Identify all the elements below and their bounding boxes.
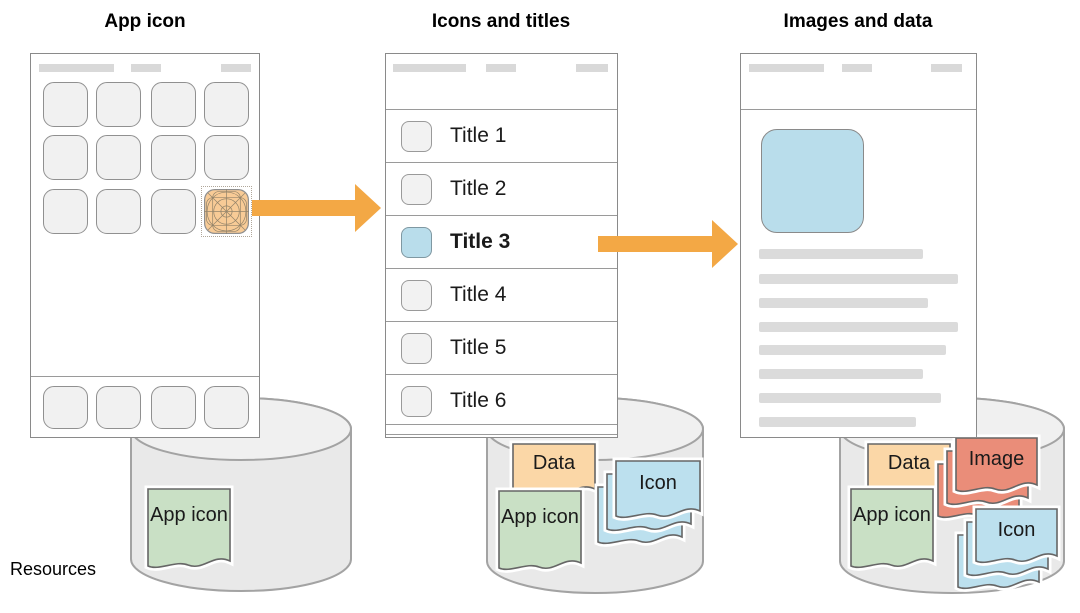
dock-icon-placeholder: [43, 386, 88, 429]
row-icon-placeholder: [401, 279, 432, 311]
doc-label: App icon: [501, 506, 579, 528]
detail-image-loaded: [761, 129, 864, 233]
list-row: Title 1: [386, 109, 617, 162]
text-line-placeholder: [759, 274, 958, 284]
row-icon-placeholder: [401, 120, 432, 152]
doc-label: App icon: [853, 504, 931, 526]
app-icon-placeholder: [43, 82, 88, 127]
app-icon-placeholder: [151, 189, 196, 234]
column-header-images-data: Images and data: [783, 11, 933, 32]
app-icon-placeholder: [151, 135, 196, 180]
list-row: Title 2: [386, 162, 617, 215]
list-row: Title 4: [386, 268, 617, 321]
resources-label: Resources: [10, 559, 97, 579]
text-line-placeholder: [759, 369, 923, 379]
resource-doc-icon-stack: Icon: [954, 505, 1061, 592]
dock-separator: [31, 376, 259, 377]
resource-doc-image-stack: Image: [934, 434, 1041, 521]
app-icon-placeholder: [96, 82, 141, 127]
resource-doc-app-icon: App icon: [144, 485, 234, 572]
list-row: Title 5: [386, 321, 617, 374]
doc-label: Data: [887, 452, 931, 474]
app-icon-placeholder: [96, 135, 141, 180]
text-line-placeholder: [759, 393, 941, 403]
dock-icon-placeholder: [204, 386, 249, 429]
dock-icon-placeholder: [96, 386, 141, 429]
app-icon-placeholder: [43, 135, 88, 180]
phone-list-screen: Title 1 Title 2 Title 3 Title 4 Title 5 …: [385, 53, 618, 438]
status-bar-segment: [576, 64, 608, 72]
right-arrow-icon: [252, 184, 381, 232]
row-title: Title 4: [450, 283, 507, 306]
resource-doc-app-icon: App icon: [847, 485, 937, 572]
phone-detail-screen: [740, 53, 977, 438]
status-bar-segment: [931, 64, 962, 72]
status-bar-segment: [39, 64, 114, 72]
row-title: Title 6: [450, 389, 507, 412]
doc-label: Icon: [639, 472, 677, 494]
icon-grid-guides: [204, 189, 249, 234]
row-icon-placeholder: [401, 332, 432, 364]
nav-bar-separator: [741, 109, 976, 110]
row-title: Title 1: [450, 124, 507, 147]
resource-doc-icon-stack: Icon: [594, 457, 704, 547]
doc-label: Image: [968, 448, 1025, 470]
row-icon-loaded: [401, 226, 432, 258]
status-bar-segment: [842, 64, 872, 72]
phone-app-grid-screen: [30, 53, 260, 438]
app-icon-placeholder: [204, 135, 249, 180]
right-arrow-icon: [598, 220, 738, 268]
app-icon-placeholder: [204, 82, 249, 127]
loading-app-icon-grid-template: [201, 186, 252, 237]
app-icon-placeholder: [96, 189, 141, 234]
row-title: Title 5: [450, 336, 507, 359]
doc-label: Icon: [997, 519, 1036, 541]
text-line-placeholder: [759, 322, 958, 332]
column-header-icons-titles: Icons and titles: [431, 11, 571, 32]
row-icon-placeholder: [401, 385, 432, 417]
app-icon-placeholder: [43, 189, 88, 234]
text-line-placeholder: [759, 298, 928, 308]
status-bar-segment: [131, 64, 161, 72]
status-bar-segment: [749, 64, 824, 72]
status-bar-segment: [486, 64, 516, 72]
status-bar-segment: [221, 64, 251, 72]
status-bar-segment: [393, 64, 466, 72]
resource-doc-app-icon: App icon: [495, 487, 585, 574]
doc-label: Data: [532, 452, 576, 474]
row-icon-placeholder: [401, 173, 432, 205]
row-title: Title 2: [450, 177, 507, 200]
row-separator: [386, 434, 617, 435]
column-header-app-icon: App icon: [104, 11, 186, 32]
doc-label: App icon: [150, 504, 228, 526]
list-row-selected: Title 3: [386, 215, 617, 268]
text-line-placeholder: [759, 417, 916, 427]
list-row: Title 6: [386, 374, 617, 427]
dock-icon-placeholder: [151, 386, 196, 429]
row-title: Title 3: [450, 230, 511, 253]
text-line-placeholder: [759, 345, 946, 355]
app-icon-placeholder: [151, 82, 196, 127]
row-separator: [386, 424, 617, 425]
text-line-placeholder: [759, 249, 923, 259]
